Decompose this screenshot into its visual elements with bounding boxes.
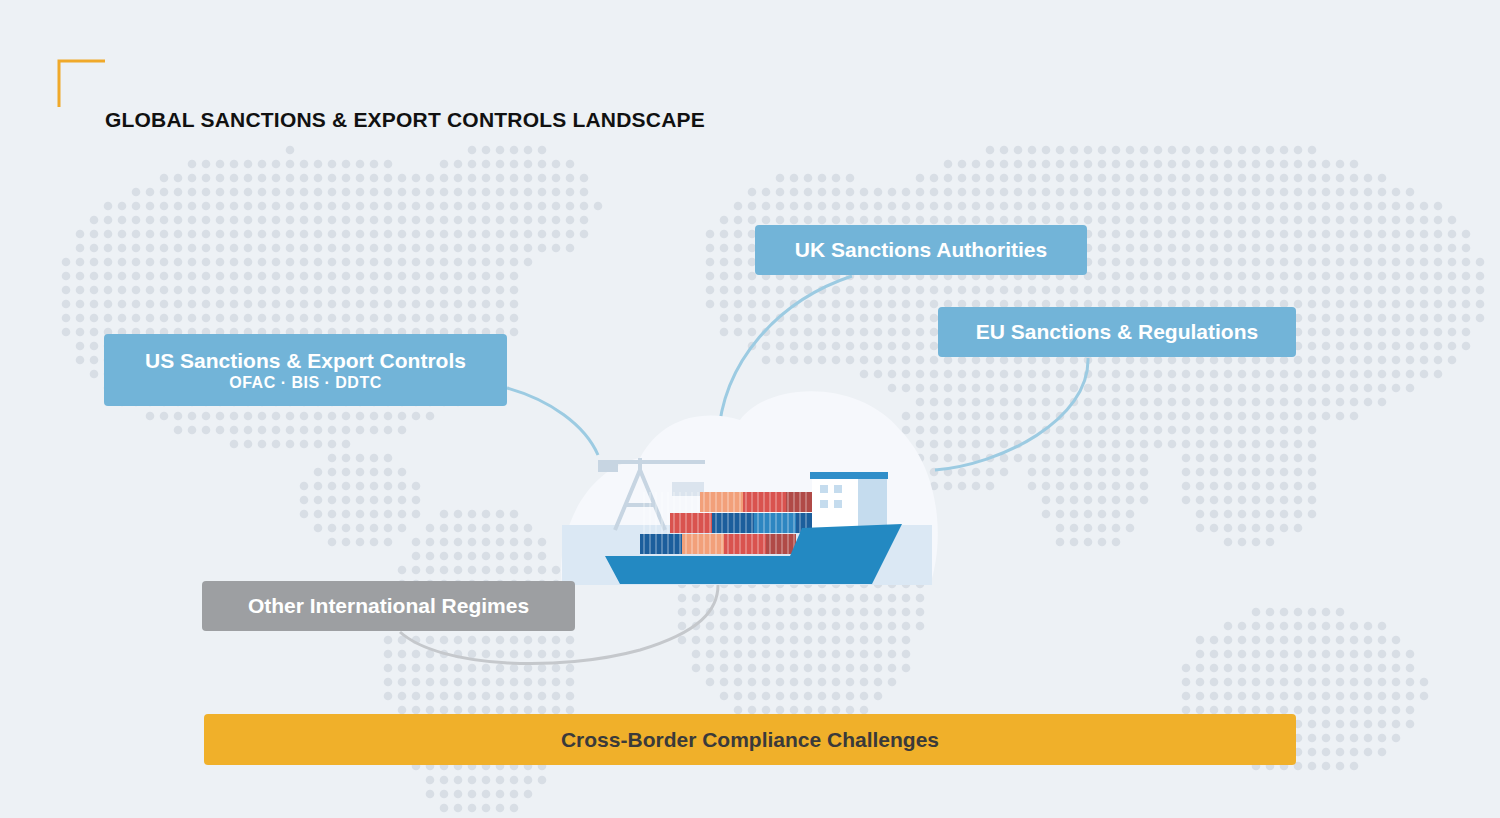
- box-heading: UK Sanctions Authorities: [795, 237, 1047, 262]
- box-heading: EU Sanctions & Regulations: [976, 319, 1258, 344]
- container-ribs: [644, 492, 806, 554]
- authority-box: US Sanctions & Export ControlsOFAC · BIS…: [104, 334, 507, 406]
- regime-box: Other International Regimes: [202, 581, 575, 631]
- challenge-band: Cross-Border Compliance Challenges: [204, 714, 1296, 765]
- authority-box: EU Sanctions & Regulations: [938, 307, 1296, 357]
- authority-box: UK Sanctions Authorities: [755, 225, 1087, 275]
- diagram-title: GLOBAL SANCTIONS & EXPORT CONTROLS LANDS…: [105, 108, 705, 132]
- map-dots: [62, 146, 1485, 813]
- leader-line: [507, 388, 598, 455]
- box-heading: Cross-Border Compliance Challenges: [561, 727, 939, 752]
- box-heading: Other International Regimes: [248, 593, 529, 618]
- leader-line: [935, 358, 1088, 470]
- box-subtitle: OFAC · BIS · DDTC: [229, 373, 382, 392]
- box-heading: US Sanctions & Export Controls: [145, 348, 466, 373]
- corner-bracket: [59, 61, 105, 107]
- ship-badge: [561, 391, 938, 585]
